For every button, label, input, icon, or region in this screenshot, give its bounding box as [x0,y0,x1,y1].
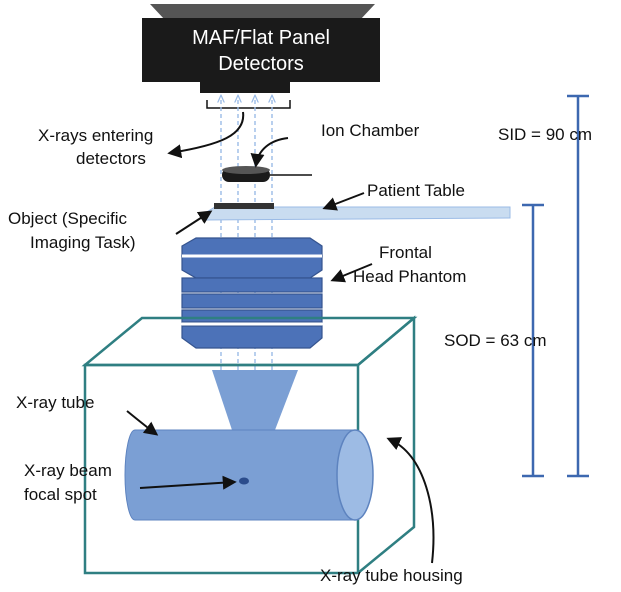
detector-bracket [206,100,291,109]
object-label-line2: Imaging Task) [30,233,136,252]
sid-label: SID = 90 cm [498,125,592,144]
detector-label-line1: MAF/Flat Panel [192,27,330,49]
xrays-entering-label-line2: detectors [76,149,146,168]
phantom-arrow [330,263,373,283]
head-phantom [181,237,323,349]
ion-chamber [222,166,312,182]
xray-tube-label: X-ray tube [16,393,94,412]
ion-chamber-arrow [250,137,289,168]
patient-table-label: Patient Table [367,181,465,200]
housing-arrow [386,437,435,564]
sid-scale-bar [567,94,589,478]
object-label-line1: Object (Specific [8,209,128,228]
xrays-entering-arrow [167,111,245,159]
beam-focal-label-line2: focal spot [24,485,97,504]
focal-spot-arrow [139,475,237,490]
detector-label-line2: Detectors [218,53,304,75]
focal-spot [239,477,249,485]
phantom-label-line2: Head Phantom [353,267,466,286]
object-arrow [175,210,213,235]
sod-scale-bar [522,203,544,478]
xray-tube-arrow [126,410,159,436]
pointer-arrows [126,111,435,564]
patient-table-arrow [322,192,365,211]
tube-housing-label: X-ray tube housing [320,566,463,585]
ion-chamber-label: Ion Chamber [321,121,420,140]
phantom-label-line1: Frontal [379,243,432,262]
xray-tube [124,429,374,521]
detector: MAF/Flat Panel Detectors [142,4,380,93]
beam-focal-label-line1: X-ray beam [24,461,112,480]
imaging-object [214,203,274,209]
sod-label: SOD = 63 cm [444,331,547,350]
collimator [212,370,298,430]
xrays-entering-label-line1: X-rays entering [38,126,153,145]
